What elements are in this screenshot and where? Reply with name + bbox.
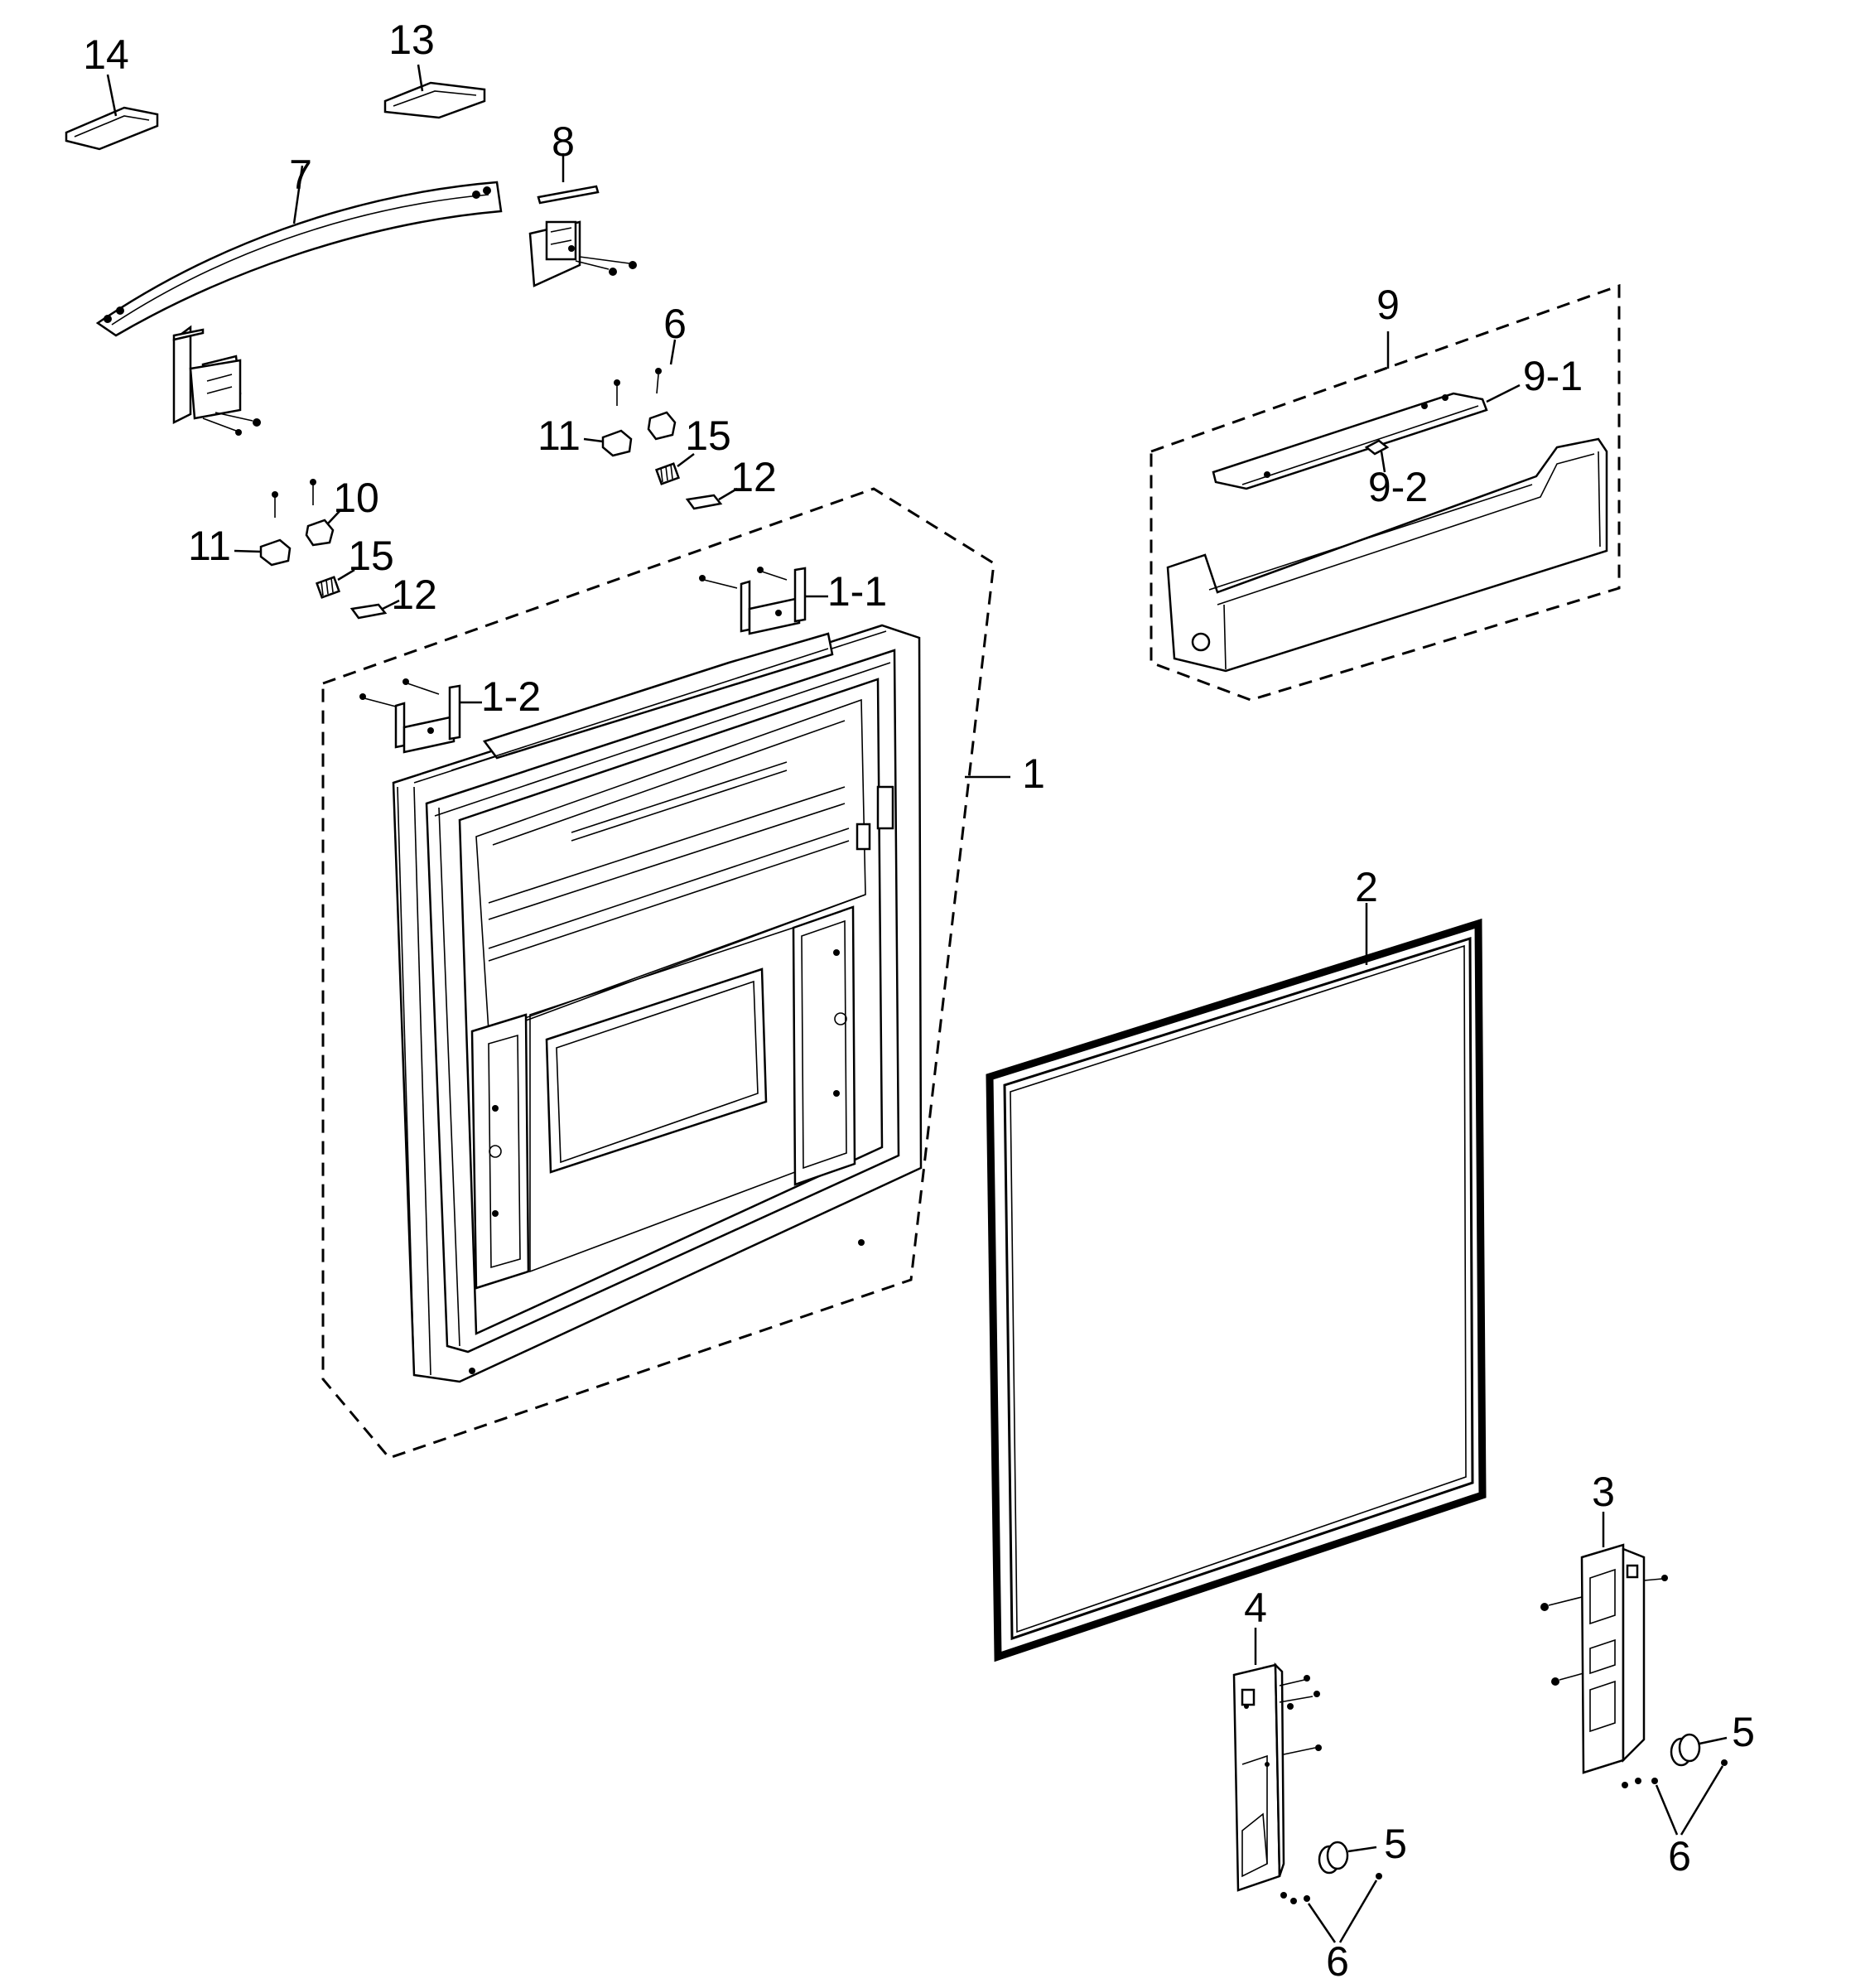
part-8-hinge-pin bbox=[537, 153, 600, 205]
part-10-hinge-clip bbox=[305, 509, 342, 547]
door-bin bbox=[1166, 437, 1608, 673]
part-1-2-door-bracket-left bbox=[359, 678, 482, 754]
callout-2: 2 bbox=[1355, 864, 1378, 910]
part-3-lower-hinge-right bbox=[1540, 1512, 1668, 1788]
callout-9-1: 9-1 bbox=[1523, 353, 1583, 399]
hinge-screws-upper bbox=[614, 339, 677, 406]
callout-5-right: 5 bbox=[1732, 1709, 1755, 1755]
callout-15-upper: 15 bbox=[685, 413, 731, 459]
callout-12-lower: 12 bbox=[391, 572, 437, 618]
part-12-pin-lower bbox=[349, 599, 400, 620]
part-5-hinge-cap-left bbox=[1318, 1841, 1377, 1875]
callout-6-left: 6 bbox=[1326, 1938, 1349, 1985]
part-15-spring-upper bbox=[654, 453, 695, 485]
callout-5-left: 5 bbox=[1384, 1821, 1407, 1867]
callout-10: 10 bbox=[333, 475, 379, 521]
hinge-screws-right bbox=[1651, 1759, 1728, 1836]
callout-12-upper: 12 bbox=[730, 454, 777, 500]
part-5-hinge-cap-right bbox=[1670, 1733, 1728, 1767]
door-panel bbox=[392, 624, 923, 1383]
callout-1-2: 1-2 bbox=[481, 673, 541, 720]
hinge-clip-upper-right bbox=[647, 411, 677, 441]
part-11-hinge-clip-upper bbox=[583, 429, 633, 457]
callout-15-lower: 15 bbox=[348, 533, 394, 579]
hinge-screws-left bbox=[1304, 1873, 1382, 1943]
part-9-2-bin-divider bbox=[1364, 439, 1390, 473]
callout-14: 14 bbox=[83, 31, 129, 78]
part-9-door-bin-boundary bbox=[1150, 283, 1621, 702]
callout-8: 8 bbox=[552, 118, 575, 165]
callout-3: 3 bbox=[1592, 1469, 1615, 1515]
callout-9-2: 9-2 bbox=[1368, 464, 1428, 510]
part-7-door-handle bbox=[95, 165, 503, 337]
part-15-spring-lower bbox=[315, 568, 355, 599]
callout-9: 9 bbox=[1376, 282, 1400, 328]
upper-hinge-bracket-right bbox=[528, 220, 637, 287]
callout-13: 13 bbox=[388, 17, 435, 63]
callout-11-upper: 11 bbox=[537, 413, 581, 459]
callout-6-top: 6 bbox=[663, 301, 687, 347]
callout-6-right: 6 bbox=[1668, 1833, 1691, 1879]
part-9-1-bin-cover bbox=[1212, 384, 1521, 490]
callout-4: 4 bbox=[1244, 1585, 1267, 1631]
callout-7: 7 bbox=[289, 152, 312, 198]
part-14-hinge-cover-left bbox=[65, 74, 159, 151]
part-13-hinge-cover-right bbox=[383, 64, 486, 119]
hinge-screws-lower bbox=[272, 479, 316, 518]
part-1-1-door-bracket-right bbox=[699, 567, 828, 635]
callout-1-1: 1-1 bbox=[827, 568, 887, 615]
part-4-lower-hinge-left bbox=[1232, 1628, 1322, 1904]
callout-11-lower: 11 bbox=[188, 523, 231, 569]
part-11-hinge-clip-lower bbox=[234, 538, 292, 567]
part-2-door-gasket bbox=[986, 903, 1487, 1662]
callout-1: 1 bbox=[1022, 750, 1045, 797]
part-1-door-assembly-boundary bbox=[321, 487, 1010, 1460]
upper-hinge-bracket-left bbox=[172, 325, 261, 436]
part-12-pin-upper bbox=[685, 487, 738, 510]
